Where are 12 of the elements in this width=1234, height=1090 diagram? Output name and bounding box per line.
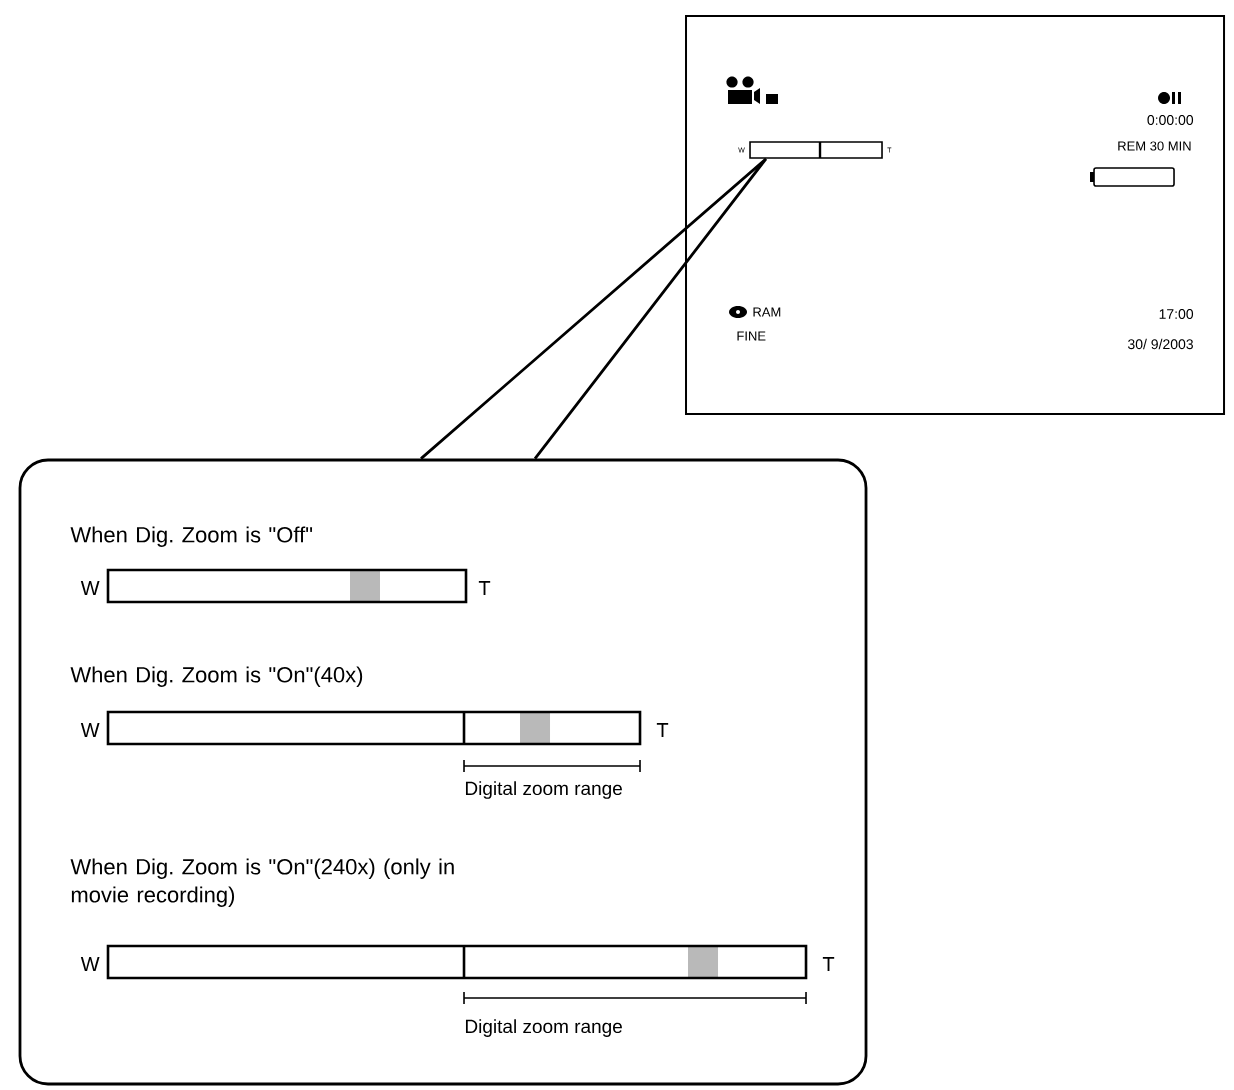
end-label: T: [656, 723, 669, 737]
end-label: W: [80, 723, 100, 737]
heading: When Dig. Zoom is "Off": [70, 526, 313, 547]
end-label: W: [80, 581, 100, 595]
heading: When Dig. Zoom is "On"(40x): [70, 666, 363, 687]
end-label: T: [478, 581, 491, 595]
callout-tail: [419, 157, 768, 460]
heading: When Dig. Zoom is "On"(240x) (only in movie recording): [70, 858, 454, 907]
range-label: Digital zoom range: [466, 781, 622, 799]
end-label: W: [80, 957, 100, 971]
end-label: T: [822, 957, 835, 971]
range-label: Digital zoom range: [466, 1019, 622, 1037]
